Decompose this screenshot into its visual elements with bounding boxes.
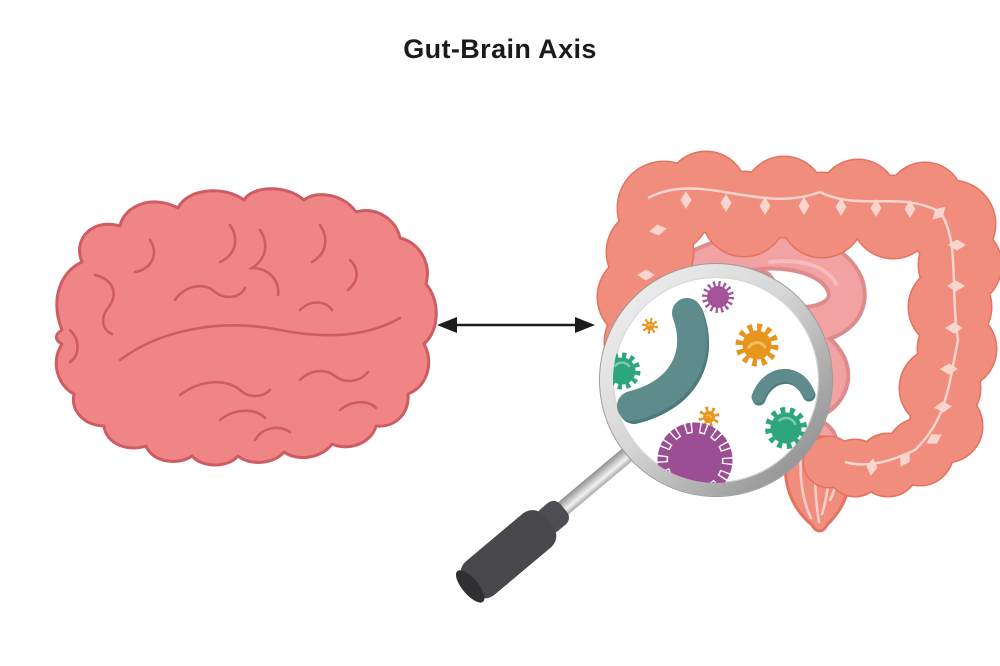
- star-microbe-icon: [642, 318, 658, 334]
- gear-microbe-icon: [613, 352, 641, 390]
- magnifier-handle: [455, 436, 648, 603]
- colon-creases: [637, 187, 966, 477]
- lens-glass: [600, 264, 832, 496]
- handle-grip: [460, 510, 557, 599]
- sun-microbe-icon: [735, 323, 779, 367]
- bidirectional-arrow-icon: [437, 317, 595, 333]
- magnifying-glass-icon: [455, 263, 833, 603]
- page-title: Gut-Brain Axis: [403, 34, 597, 64]
- curved-rod-bacterium-icon: [751, 369, 816, 406]
- brain-icon: [54, 187, 438, 467]
- handle-shaft: [553, 436, 648, 519]
- spiky-virus-icon: [702, 281, 734, 313]
- arrow-head-left: [437, 317, 457, 333]
- rod-bacterium-icon: [617, 298, 710, 424]
- star-microbe-icon: [698, 406, 720, 428]
- brain-sulci: [68, 223, 402, 442]
- microbes: [613, 281, 816, 483]
- arrow-head-right: [575, 317, 595, 333]
- handle-grip-tip: [455, 570, 485, 603]
- lens-rim-outer-edge: [599, 263, 833, 497]
